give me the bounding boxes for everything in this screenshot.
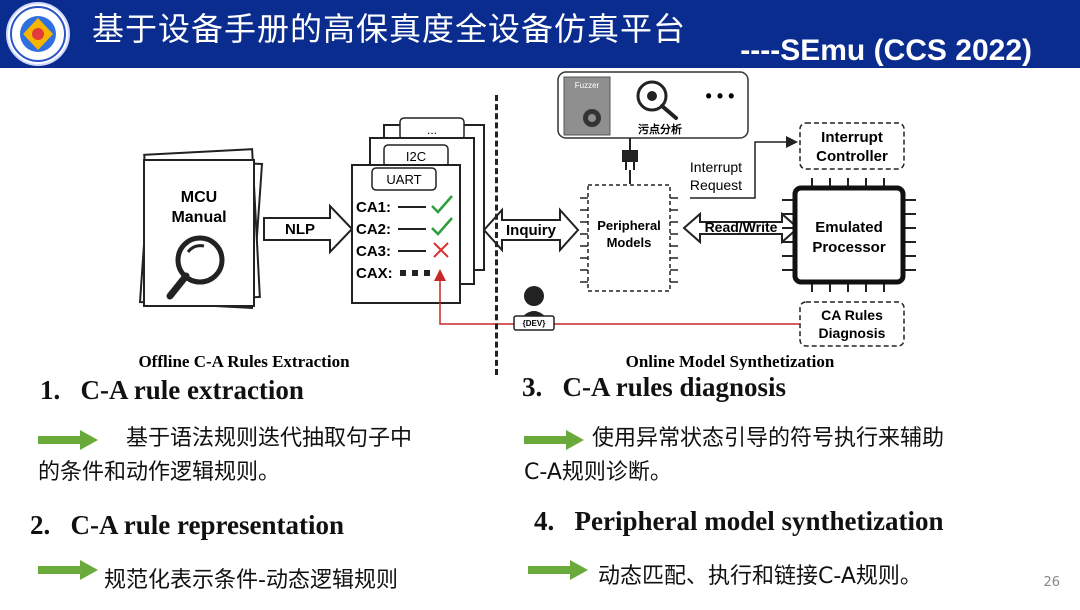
feedback-line xyxy=(434,269,800,325)
developer-icon: {DEV} xyxy=(513,286,555,331)
interrupt-controller-label-1: Interrupt xyxy=(821,129,883,146)
architecture-diagram: MCU Manual NLP ... I2C UART CA1: CA2: CA… xyxy=(138,71,916,370)
institution-logo xyxy=(6,2,70,66)
fuzzer-label: Fuzzer xyxy=(575,81,600,90)
ca-diagnosis-label-2: Diagnosis xyxy=(819,325,886,341)
interrupt-request-label-2: Request xyxy=(690,177,742,193)
check-icon xyxy=(431,195,453,214)
doc-tab-ellipsis: ... xyxy=(427,123,437,137)
interrupt-controller: Interrupt Controller xyxy=(799,122,905,170)
online-caption: Online Model Synthetization xyxy=(626,352,835,370)
read-write-label: Read/Write xyxy=(705,219,778,235)
dev-label: {DEV} xyxy=(523,319,546,328)
point-2-heading: 2. C-A rule representation xyxy=(30,510,344,541)
peripheral-models: Peripheral Models xyxy=(580,184,678,292)
point-1-desc-line1: 基于语法规则迭代抽取句子中 xyxy=(126,426,413,451)
rules-document: ... I2C UART CA1: CA2: CA3: CAX: xyxy=(351,117,485,304)
point-1-number: 1. xyxy=(40,375,61,405)
rule-ca2: CA2: xyxy=(356,221,391,238)
processor-label-2: Processor xyxy=(812,239,886,256)
point-3-desc-line2: C-A规则诊断。 xyxy=(524,460,672,485)
interrupt-request-label-1: Interrupt xyxy=(690,159,742,175)
point-3-number: 3. xyxy=(522,372,543,402)
plug-icon xyxy=(622,138,638,184)
inquiry-arrow: Inquiry xyxy=(482,207,580,253)
point-3-title: C-A rules diagnosis xyxy=(562,372,787,402)
gear-icon xyxy=(583,109,601,127)
rule-ca1: CA1: xyxy=(356,199,391,216)
magnifier-bug-icon xyxy=(636,80,678,120)
point-3-description: 使用异常状态引导的符号执行来辅助 C-A规则诊断。 xyxy=(524,422,1044,490)
rule-ca3: CA3: xyxy=(356,243,391,260)
doc-tab-i2c: I2C xyxy=(406,149,426,164)
point-4-heading: 4. Peripheral model synthetization xyxy=(534,506,943,537)
nlp-arrow: NLP xyxy=(263,203,354,255)
point-2-description: 规范化表示条件-动态逻辑规则 xyxy=(104,564,398,598)
cross-icon xyxy=(433,242,449,258)
page-number: 26 xyxy=(1043,575,1060,590)
point-2-desc-line1: 规范化表示条件-动态逻辑规则 xyxy=(104,568,398,593)
point-1-description: 基于语法规则迭代抽取句子中 的条件和动作逻辑规则。 xyxy=(38,422,488,490)
arrow-right-icon xyxy=(528,560,588,580)
point-4-description: 动态匹配、执行和链接C-A规则。 xyxy=(598,560,922,594)
ca-rules-diagnosis: CA Rules Diagnosis xyxy=(799,301,905,347)
offline-caption: Offline C-A Rules Extraction xyxy=(138,352,350,370)
point-4-number: 4. xyxy=(534,506,555,536)
point-2-title: C-A rule representation xyxy=(70,510,344,540)
check-icon xyxy=(431,217,453,236)
interrupt-controller-label-2: Controller xyxy=(816,148,888,165)
point-2-number: 2. xyxy=(30,510,51,540)
rule-cax: CAX: xyxy=(356,265,393,282)
point-1-heading: 1. C-A rule extraction xyxy=(40,375,304,406)
point-4-title: Peripheral model synthetization xyxy=(574,506,944,536)
arrow-right-icon xyxy=(38,560,98,580)
manual-label-1: MCU xyxy=(181,189,217,206)
slide-title: 基于设备手册的高保真度全设备仿真平台 xyxy=(92,10,687,48)
emulated-processor: Emulated Processor xyxy=(782,178,916,292)
point-1-desc-line2: 的条件和动作逻辑规则。 xyxy=(38,460,281,485)
doc-tab-uart: UART xyxy=(386,172,421,187)
tools-ellipsis: • • • xyxy=(706,86,735,106)
slide-subtitle: ----SEmu (CCS 2022) xyxy=(740,34,1032,67)
slide-header: 基于设备手册的高保真度全设备仿真平台 ----SEmu (CCS 2022) xyxy=(0,0,1080,68)
analysis-tools-box: Fuzzer 污点分析 • • • xyxy=(557,71,749,139)
arrow-right-icon xyxy=(524,430,584,450)
point-3-desc-line1: 使用异常状态引导的符号执行来辅助 xyxy=(592,426,945,451)
inquiry-label: Inquiry xyxy=(506,222,557,239)
point-4-desc-line1: 动态匹配、执行和链接C-A规则。 xyxy=(598,564,922,589)
point-3-heading: 3. C-A rules diagnosis xyxy=(522,372,786,403)
magnifier-icon xyxy=(166,235,225,300)
point-1-title: C-A rule extraction xyxy=(80,375,304,405)
ca-diagnosis-label-1: CA Rules xyxy=(821,307,883,323)
peripheral-label-2: Models xyxy=(607,235,652,250)
arrow-right-icon xyxy=(38,430,98,450)
mcu-manual: MCU Manual xyxy=(138,148,264,310)
nlp-label: NLP xyxy=(285,221,315,238)
read-write-arrow: Read/Write xyxy=(682,211,800,245)
peripheral-label-1: Peripheral xyxy=(597,218,661,233)
manual-label-2: Manual xyxy=(171,209,226,226)
section-divider xyxy=(495,95,498,375)
taint-analysis-label: 污点分析 xyxy=(638,122,682,136)
processor-label-1: Emulated xyxy=(815,219,883,236)
